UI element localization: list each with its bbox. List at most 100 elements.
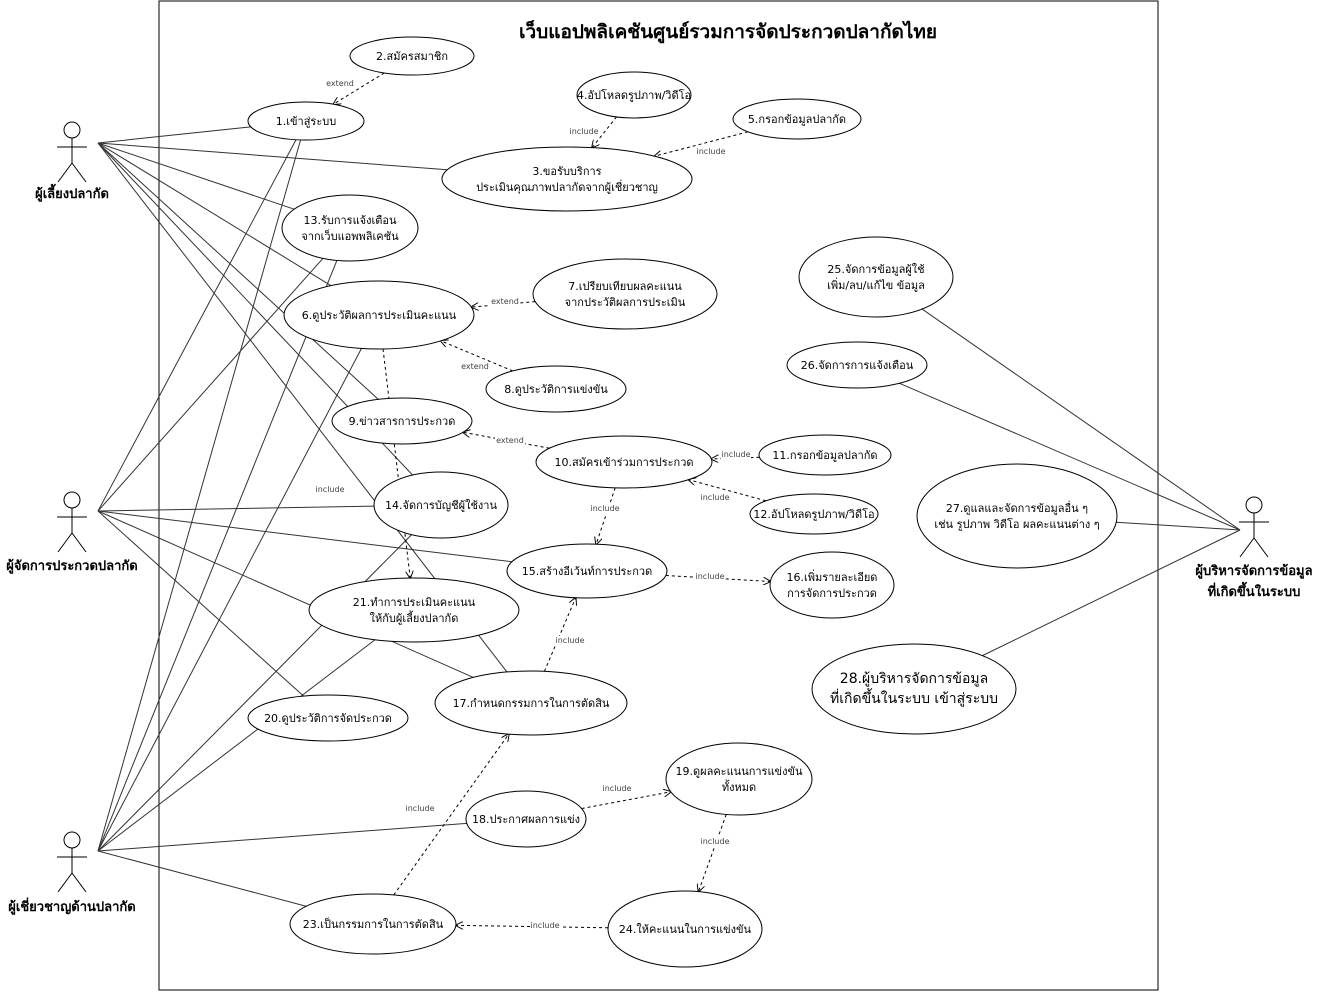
use-case-label: 8.ดูประวัติการแข่งขัน: [504, 383, 608, 396]
association-line-a2-u17: [97, 510, 474, 678]
use-case-label: 17.กำหนดกรรมการในการตัดสิน: [453, 697, 610, 710]
association-line-a3-u13: [97, 260, 338, 852]
association-line-a1-u9: [97, 142, 379, 400]
association-line-a3-u21: [97, 639, 376, 852]
use-case-u26[interactable]: 26.จัดการการแจ้งเตือน: [786, 341, 928, 389]
use-case-ellipse: [373, 471, 509, 539]
actor-label: ผู้เชี่ยวชาญด้านปลากัด: [8, 897, 135, 915]
use-case-ellipse: [532, 258, 718, 330]
dependency-label-bg: [700, 493, 730, 503]
use-case-ellipse: [665, 742, 813, 816]
dependency-arrow-u23-u17: [393, 734, 509, 896]
use-case-ellipse: [811, 643, 1017, 735]
use-case-u28[interactable]: 28.ผู้บริหารจัดการข้อมูลที่เกิดขึ้นในระบ…: [811, 643, 1017, 735]
use-case-u14[interactable]: 14.จัดการบัญชีผู้ใช้งาน: [373, 471, 509, 539]
association-line-a4-u25: [921, 308, 1241, 531]
use-case-ellipse: [535, 435, 713, 489]
dependency-label-u15-u16: include: [696, 572, 725, 581]
use-case-u10[interactable]: 10.สมัครเข้าร่วมการประกวด: [535, 435, 713, 489]
use-case-label: 14.จัดการบัญชีผู้ใช้งาน: [385, 499, 497, 512]
use-case-u25[interactable]: 25.จัดการข้อมูลผู้ใช้เพิ่ม/ลบ/แก้ไข ข้อม…: [798, 236, 954, 318]
dependency-label-bg: [325, 79, 355, 89]
use-case-label: 19.ดูผลคะแนนการแข่งขัน: [676, 765, 803, 778]
dependency-label-bg: [405, 804, 435, 814]
use-case-ellipse: [798, 236, 954, 318]
dependency-arrow-u12-u10: [689, 480, 766, 502]
use-case-u27[interactable]: 27.ดูแลและจัดการข้อมูลอื่น ๆเช่น รูปภาพ …: [916, 463, 1118, 569]
dependency-label-u6-u21: include: [316, 485, 345, 494]
use-case-ellipse: [916, 463, 1118, 569]
dependency-label-u19-u24: include: [701, 837, 730, 846]
association-line-a3-u18: [97, 822, 467, 852]
use-case-ellipse: [769, 551, 895, 619]
use-case-u6[interactable]: 6.ดูประวัติผลการประเมินคะแนน: [283, 280, 475, 350]
association-line-a2-u13: [97, 257, 324, 512]
use-case-ellipse: [506, 543, 668, 599]
dependency-label-bg: [555, 636, 585, 646]
use-case-label: 10.สมัครเข้าร่วมการประกวด: [554, 456, 693, 469]
actor-a3: ผู้เชี่ยวชาญด้านปลากัด: [8, 831, 136, 915]
dependency-arrow-u19-u24: [698, 814, 727, 891]
use-case-label: การจัดการประกวด: [787, 587, 877, 600]
association-line-a3-u6: [97, 348, 362, 852]
dependency-label-u24-u23: include: [531, 921, 560, 930]
stick-figure-icon: [57, 491, 87, 553]
use-case-ellipse: [607, 890, 763, 968]
use-case-u8[interactable]: 8.ดูประวัติการแข่งขัน: [485, 365, 627, 413]
use-case-u23[interactable]: 23.เป็นกรรมการในการตัดสิน: [289, 893, 457, 955]
use-case-u21[interactable]: 21.ทำการประเมินคะแนนให้กับผู้เลี้ยงปลากั…: [308, 577, 520, 643]
association-line-a3-u23: [97, 850, 307, 907]
use-case-label: 25.จัดการข้อมูลผู้ใช้: [827, 263, 924, 276]
dependency-label-u5-u3: include: [697, 147, 726, 156]
association-line-a1-u3: [97, 142, 448, 171]
use-case-label: จากประวัติผลการประเมิน: [565, 296, 686, 309]
use-case-label: 12.อัปโหลดรูปภาพ/วิดีโอ: [753, 507, 874, 521]
use-case-u17[interactable]: 17.กำหนดกรรมการในการตัดสิน: [434, 670, 628, 736]
use-case-u24[interactable]: 24.ให้คะแนนในการแข่งขัน: [607, 890, 763, 968]
use-case-label: 27.ดูแลและจัดการข้อมูลอื่น ๆ: [946, 500, 1088, 515]
use-case-ellipse: [434, 670, 628, 736]
dependency-arrow-u5-u3: [655, 131, 748, 156]
dependencies-layer: extendincludeincludeextendextendextendin…: [315, 72, 770, 931]
dependency-arrow-u4-u3: [592, 116, 617, 148]
use-case-u12[interactable]: 12.อัปโหลดรูปภาพ/วิดีโอ: [749, 493, 879, 535]
use-case-label: 13.รับการแจ้งเตือน: [303, 214, 397, 227]
use-case-label: 23.เป็นกรรมการในการตัดสิน: [303, 917, 444, 931]
use-case-ellipse: [331, 397, 473, 445]
use-case-ellipse: [247, 101, 365, 141]
use-case-u19[interactable]: 19.ดูผลคะแนนการแข่งขันทั้งหมด: [665, 742, 813, 816]
use-case-ellipse: [283, 280, 475, 350]
use-case-u11[interactable]: 11.กรอกข้อมูลปลากัด: [758, 434, 892, 476]
use-case-label: 11.กรอกข้อมูลปลากัด: [772, 449, 877, 462]
association-line-a4-u27: [1116, 521, 1241, 531]
use-case-u7[interactable]: 7.เปรียบเทียบผลคะแนนจากประวัติผลการประเม…: [532, 258, 718, 330]
association-line-a1-u6: [97, 142, 332, 287]
association-line-a2-u20: [97, 510, 304, 697]
use-case-u2[interactable]: 2.สมัครสมาชิก: [349, 36, 475, 76]
use-case-label: 24.ให้คะแนนในการแข่งขัน: [619, 923, 752, 936]
use-case-u1[interactable]: 1.เข้าสู่ระบบ: [247, 101, 365, 141]
dependency-label-bg: [721, 450, 751, 460]
association-line-a4-u28: [982, 529, 1241, 657]
use-case-label: 7.เปรียบเทียบผลคะแนน: [568, 280, 682, 293]
association-line-a1-u13: [97, 142, 295, 210]
use-case-u9[interactable]: 9.ข่าวสารการประกวด: [331, 397, 473, 445]
use-case-label: ที่เกิดขึ้นในระบบ เข้าสู่ระบบ: [830, 688, 998, 707]
use-case-u5[interactable]: 5.กรอกข้อมูลปลากัด: [732, 98, 862, 140]
dependency-label-bg: [696, 147, 726, 157]
use-case-u4[interactable]: 4.อัปโหลดรูปภาพ/วิดีโอ: [576, 71, 692, 119]
use-case-u18[interactable]: 18.ประกาศผลการแข่ง: [465, 790, 587, 848]
use-case-ellipse: [758, 434, 892, 476]
use-case-ellipse: [465, 790, 587, 848]
use-case-ellipse: [749, 493, 879, 535]
actor-label: ผู้จัดการประกวดปลากัด: [6, 558, 138, 574]
use-case-ellipse: [732, 98, 862, 140]
use-case-u20[interactable]: 20.ดูประวัติการจัดประกวด: [247, 694, 409, 742]
use-case-u3[interactable]: 3.ขอรับบริการประเมินคุณภาพปลากัดจากผู้เช…: [441, 146, 693, 212]
use-case-label: 21.ทำการประเมินคะแนน: [353, 596, 476, 609]
use-case-u15[interactable]: 15.สร้างอีเว้นท์การประกวด: [506, 543, 668, 599]
use-case-ellipse: [349, 36, 475, 76]
